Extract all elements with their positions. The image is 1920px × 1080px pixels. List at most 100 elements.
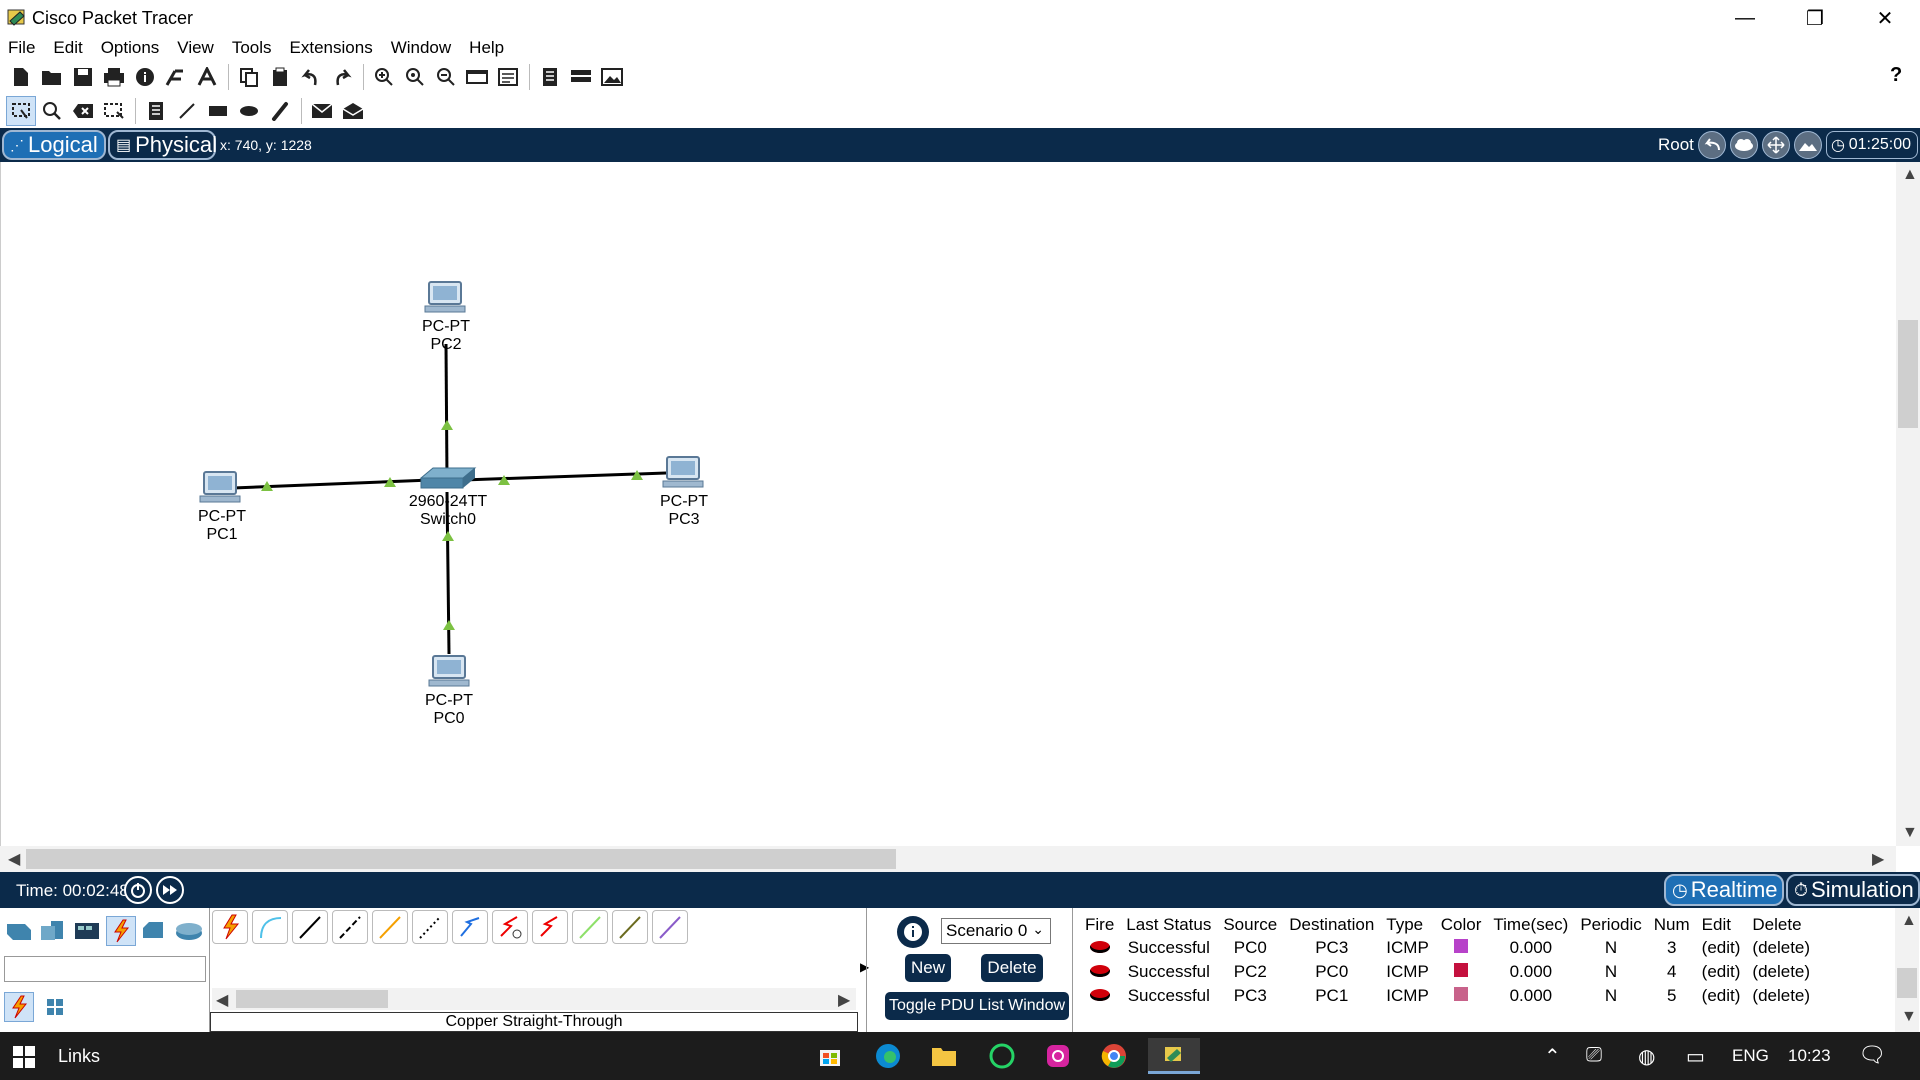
simulation-mode-tab[interactable]: ⏱ Simulation (1786, 874, 1920, 906)
miscellaneous-icon[interactable] (140, 916, 170, 946)
workspace-vertical-scrollbar[interactable]: ▲ ▼ (1896, 162, 1920, 846)
print-icon[interactable] (99, 62, 129, 92)
octal-cable-icon[interactable] (572, 910, 608, 944)
pc3-device-icon[interactable] (662, 456, 704, 488)
column-header[interactable]: Color (1440, 915, 1482, 934)
edit-link[interactable]: (edit) (1701, 938, 1741, 957)
link-switch-pc2[interactable] (444, 343, 449, 481)
column-header[interactable]: Destination (1289, 915, 1375, 934)
connections-subcategory-icon[interactable] (4, 992, 34, 1022)
pdu-list-scrollbar[interactable]: ▲ ▼ (1895, 908, 1919, 1032)
save-icon[interactable] (68, 62, 98, 92)
activity-wizard-icon[interactable] (192, 62, 222, 92)
back-arrow-icon[interactable] (1698, 131, 1726, 159)
usb-cable-icon[interactable] (652, 910, 688, 944)
add-complex-pdu-icon[interactable] (338, 96, 368, 126)
column-header[interactable]: Last Status (1126, 915, 1212, 934)
device-template-icon[interactable] (566, 62, 596, 92)
fire-pdu-icon[interactable] (1089, 941, 1110, 953)
link-switch-pc3[interactable] (462, 471, 667, 482)
realtime-mode-tab[interactable]: ◷ Realtime (1664, 874, 1784, 906)
scroll-down-icon[interactable]: ▼ (1902, 824, 1918, 841)
minimize-button[interactable]: — (1735, 6, 1755, 29)
scrollbar-thumb[interactable] (26, 849, 896, 869)
scroll-up-icon[interactable]: ▲ (1901, 912, 1917, 929)
copper-cross-over-icon[interactable] (332, 910, 368, 944)
components-icon[interactable] (72, 916, 102, 946)
menu-help[interactable]: Help (469, 38, 505, 57)
copy-icon[interactable] (234, 62, 264, 92)
input-language[interactable]: ENG (1732, 1046, 1769, 1065)
place-note-icon[interactable] (141, 96, 171, 126)
column-header[interactable]: Delete (1752, 915, 1802, 934)
scenario-info-icon[interactable] (897, 916, 929, 948)
draw-rectangle-icon[interactable] (203, 96, 233, 126)
copper-straight-through-icon[interactable] (292, 910, 328, 944)
scrollbar-thumb[interactable] (1898, 320, 1918, 428)
column-header[interactable]: Time(sec) (1493, 915, 1569, 934)
scrollbar-thumb[interactable] (236, 990, 388, 1008)
menu-extensions[interactable]: Extensions (289, 38, 373, 57)
device-search-field[interactable] (4, 956, 206, 982)
tab-logical[interactable]: ⋰ Logical (2, 130, 106, 160)
menu-tools[interactable]: Tools (231, 38, 272, 57)
undo-icon[interactable] (296, 62, 326, 92)
column-header[interactable]: Periodic (1580, 915, 1642, 934)
network-globe-icon[interactable]: ◍ (1638, 1046, 1656, 1068)
network-devices-icon[interactable] (4, 916, 34, 946)
new-file-icon[interactable] (6, 62, 36, 92)
scroll-up-icon[interactable]: ▲ (1902, 166, 1918, 183)
pc2-device-icon[interactable] (424, 281, 466, 313)
select-tool-icon[interactable] (6, 96, 36, 126)
restore-button[interactable]: ❐ (1806, 7, 1824, 30)
power-cycle-devices-icon[interactable] (124, 876, 152, 904)
table-row[interactable]: Successful PC0 PC3 ICMP 0.000 N 3 (edit)… (1079, 936, 1816, 960)
column-header[interactable]: Type (1386, 915, 1424, 934)
connections-category-icon[interactable] (106, 916, 136, 946)
scrollbar-thumb[interactable] (1897, 968, 1917, 998)
packet-tracer-taskbar-icon[interactable] (1148, 1038, 1200, 1074)
draw-ellipse-icon[interactable] (234, 96, 264, 126)
move-object-icon[interactable] (1762, 131, 1790, 159)
resize-shape-icon[interactable] (99, 96, 129, 126)
delete-link[interactable]: (delete) (1752, 962, 1811, 981)
close-button[interactable]: ✕ (1876, 7, 1894, 30)
logical-workspace[interactable]: PC-PT PC2 PC-PT PC1 2960-24TT Switch0 PC… (0, 162, 1896, 846)
end-devices-icon[interactable] (38, 916, 68, 946)
fire-pdu-icon[interactable] (1089, 965, 1110, 977)
column-header[interactable]: Source (1223, 915, 1278, 934)
file-explorer-icon[interactable] (922, 1038, 966, 1074)
scroll-left-icon[interactable]: ◀ (8, 851, 21, 868)
delete-scenario-button[interactable]: Delete (981, 954, 1043, 982)
grid-subcategory-icon[interactable] (40, 992, 70, 1022)
menu-window[interactable]: Window (390, 38, 452, 57)
inspect-tool-icon[interactable] (37, 96, 67, 126)
info-icon[interactable] (130, 62, 160, 92)
edge-browser-icon[interactable] (866, 1038, 910, 1074)
tab-physical[interactable]: ▤ Physical (108, 130, 217, 160)
table-row[interactable]: Successful PC3 PC1 ICMP 0.000 N 5 (edit)… (1079, 984, 1816, 1008)
fast-forward-time-icon[interactable] (156, 876, 184, 904)
workspace-horizontal-scrollbar[interactable]: ◀ ▶ (0, 846, 1896, 872)
serial-dce-icon[interactable] (492, 910, 528, 944)
zoom-out-icon[interactable] (431, 62, 461, 92)
edit-link[interactable]: (edit) (1701, 986, 1741, 1005)
redo-icon[interactable] (327, 62, 357, 92)
freeform-icon[interactable] (265, 96, 295, 126)
pc1-device-icon[interactable] (199, 471, 241, 503)
connection-types-scrollbar[interactable]: ◀ ▶ (212, 988, 856, 1010)
battery-icon[interactable]: ▭ (1686, 1046, 1705, 1068)
automatic-connection-icon[interactable] (212, 910, 248, 944)
draw-line-icon[interactable] (172, 96, 202, 126)
chrome-icon[interactable] (1092, 1038, 1136, 1074)
menu-edit[interactable]: Edit (53, 38, 83, 57)
new-cluster-icon[interactable] (1730, 131, 1758, 159)
multiuser-connection-icon[interactable] (174, 916, 204, 946)
zoom-in-icon[interactable] (369, 62, 399, 92)
custom-device-icon[interactable] (462, 62, 492, 92)
serial-dte-icon[interactable] (532, 910, 568, 944)
links-toolbar[interactable]: Links (58, 1046, 101, 1066)
open-folder-icon[interactable] (37, 62, 67, 92)
fiber-icon[interactable] (372, 910, 408, 944)
help-question-icon[interactable]: ? (1890, 64, 1903, 86)
